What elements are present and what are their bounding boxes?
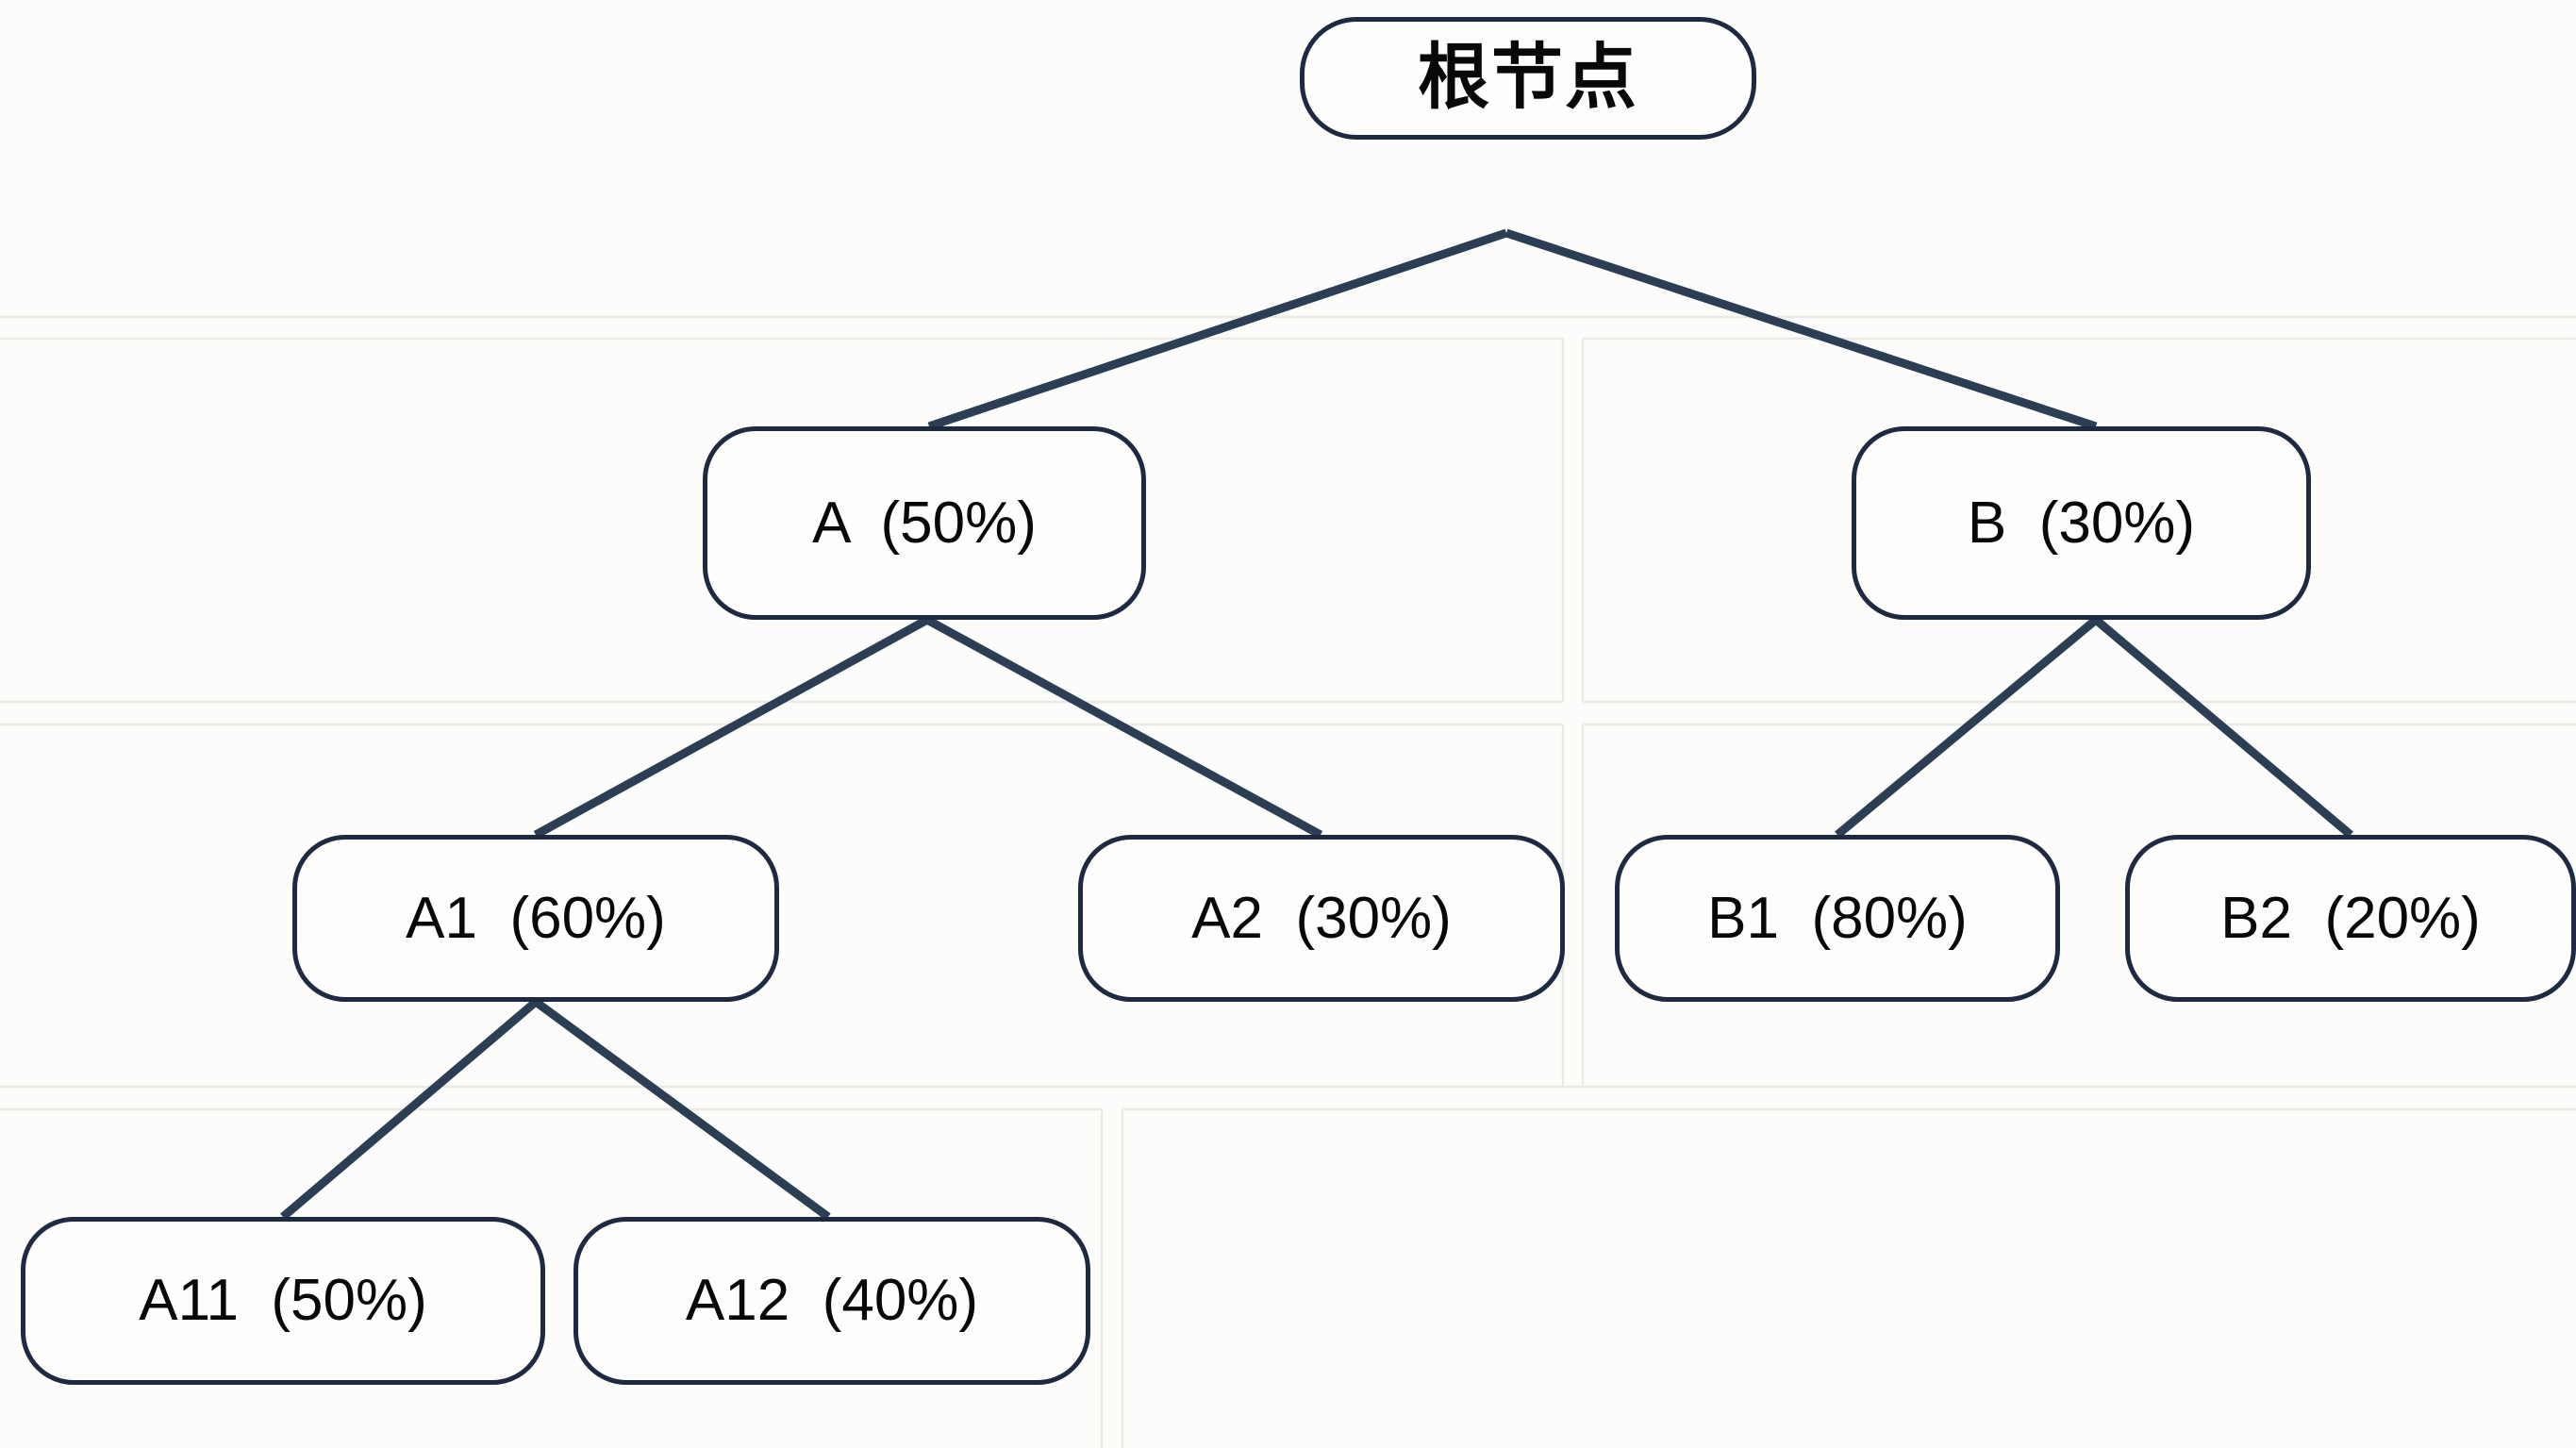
edge-a1-a12 — [533, 998, 831, 1221]
node-b[interactable]: B (30%) — [1852, 426, 2311, 620]
edge-a-a1 — [533, 616, 930, 839]
node-a[interactable]: A (50%) — [703, 426, 1146, 620]
node-a1-label: A1 (60%) — [406, 885, 666, 951]
node-b1-label: B1 (80%) — [1707, 885, 1968, 951]
node-a1[interactable]: A1 (60%) — [292, 835, 779, 1002]
node-a-label: A (50%) — [812, 490, 1037, 556]
node-a12-label: A12 (40%) — [685, 1268, 979, 1333]
edge-b-b1 — [1835, 616, 2099, 839]
edge-a-a2 — [924, 616, 1323, 839]
node-b2[interactable]: B2 (20%) — [2125, 835, 2576, 1002]
node-a2-label: A2 (30%) — [1191, 885, 1452, 951]
edge-b-b2 — [2093, 616, 2353, 839]
node-a11[interactable]: A11 (50%) — [21, 1217, 545, 1385]
node-b-label: B (30%) — [1967, 490, 2196, 556]
node-b1[interactable]: B1 (80%) — [1615, 835, 2060, 1002]
node-a11-label: A11 (50%) — [139, 1268, 427, 1333]
node-b2-label: B2 (20%) — [2220, 885, 2481, 951]
node-root[interactable]: 根节点 — [1300, 17, 1756, 140]
node-a12[interactable]: A12 (40%) — [573, 1217, 1090, 1385]
edge-a1-a11 — [280, 998, 539, 1221]
node-root-label: 根节点 — [1418, 38, 1638, 118]
node-a2[interactable]: A2 (30%) — [1078, 835, 1565, 1002]
edge-root-a — [927, 228, 1508, 431]
edge-root-b — [1504, 228, 2098, 431]
